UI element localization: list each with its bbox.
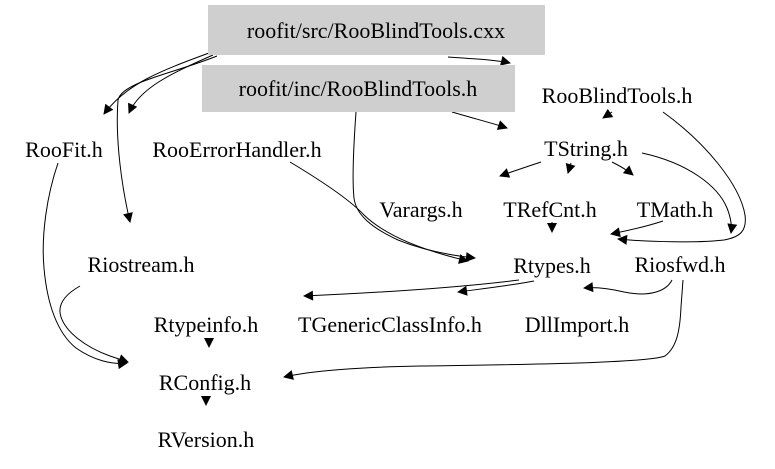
edge-inc-tstring (451, 111, 508, 130)
node-inc-box[interactable] (202, 65, 515, 112)
edge-riostream-rconfig (59, 285, 129, 364)
edge-roofit-rconfig (42, 162, 128, 370)
node-roofit[interactable]: RooFit.h (25, 137, 103, 162)
node-rversion[interactable]: RVersion.h (158, 427, 255, 452)
edge-rooblindtools-tstring (602, 108, 614, 119)
node-varargs[interactable]: Varargs.h (379, 197, 462, 222)
node-cxx[interactable]: roofit/src/RooBlindTools.cxx (208, 5, 545, 55)
node-tmath[interactable]: TMath.h (637, 197, 713, 222)
node-riosfwd[interactable]: Riosfwd.h (634, 252, 725, 277)
edge-cxx-roofit (103, 52, 210, 115)
node-tstring[interactable]: TString.h (544, 136, 628, 161)
edge-rtypes-rtypeinfo (303, 279, 520, 301)
edge-cxx-riostream (116, 55, 218, 223)
node-dllimport[interactable]: DllImport.h (525, 312, 630, 337)
node-riostream[interactable]: Riostream.h (88, 252, 195, 277)
edge-tstring-varargs (499, 161, 542, 178)
node-cxx-box[interactable] (208, 5, 545, 55)
node-trefcnt[interactable]: TRefCnt.h (503, 197, 597, 222)
edge-rooblindtools-rtypes (617, 111, 746, 245)
node-inc[interactable]: roofit/inc/RooBlindTools.h (202, 65, 515, 112)
node-inc-label[interactable]: roofit/inc/RooBlindTools.h (239, 76, 478, 101)
node-rconfig[interactable]: RConfig.h (159, 370, 251, 395)
edge-rooerrorhandler-rtypes (289, 161, 469, 264)
edge-cxx-rooblindtools (447, 55, 511, 66)
edge-tstring-riosfwd (641, 152, 738, 234)
edge-riosfwd-rconfig (283, 279, 684, 380)
node-tgenericclassinfo[interactable]: TGenericClassInfo.h (298, 312, 482, 337)
node-cxx-label[interactable]: roofit/src/RooBlindTools.cxx (247, 18, 505, 43)
edge-inc-rtypes (352, 111, 476, 263)
edge-riosfwd-rtypes (583, 279, 673, 295)
edge-tstring-trefcnt (565, 162, 576, 174)
edge-tmath-rtypes (610, 220, 664, 238)
node-rtypes[interactable]: Rtypes.h (513, 253, 591, 278)
node-rtypeinfo[interactable]: Rtypeinfo.h (154, 312, 259, 337)
edge-tstring-tmath (611, 161, 634, 176)
edge-rtypes-tgenericclassinfo (457, 280, 535, 296)
node-rooerrorhandler[interactable]: RooErrorHandler.h (152, 137, 321, 162)
edge-cxx-rooerrorhandler (128, 54, 214, 114)
node-rooblindtools[interactable]: RooBlindTools.h (542, 83, 693, 108)
